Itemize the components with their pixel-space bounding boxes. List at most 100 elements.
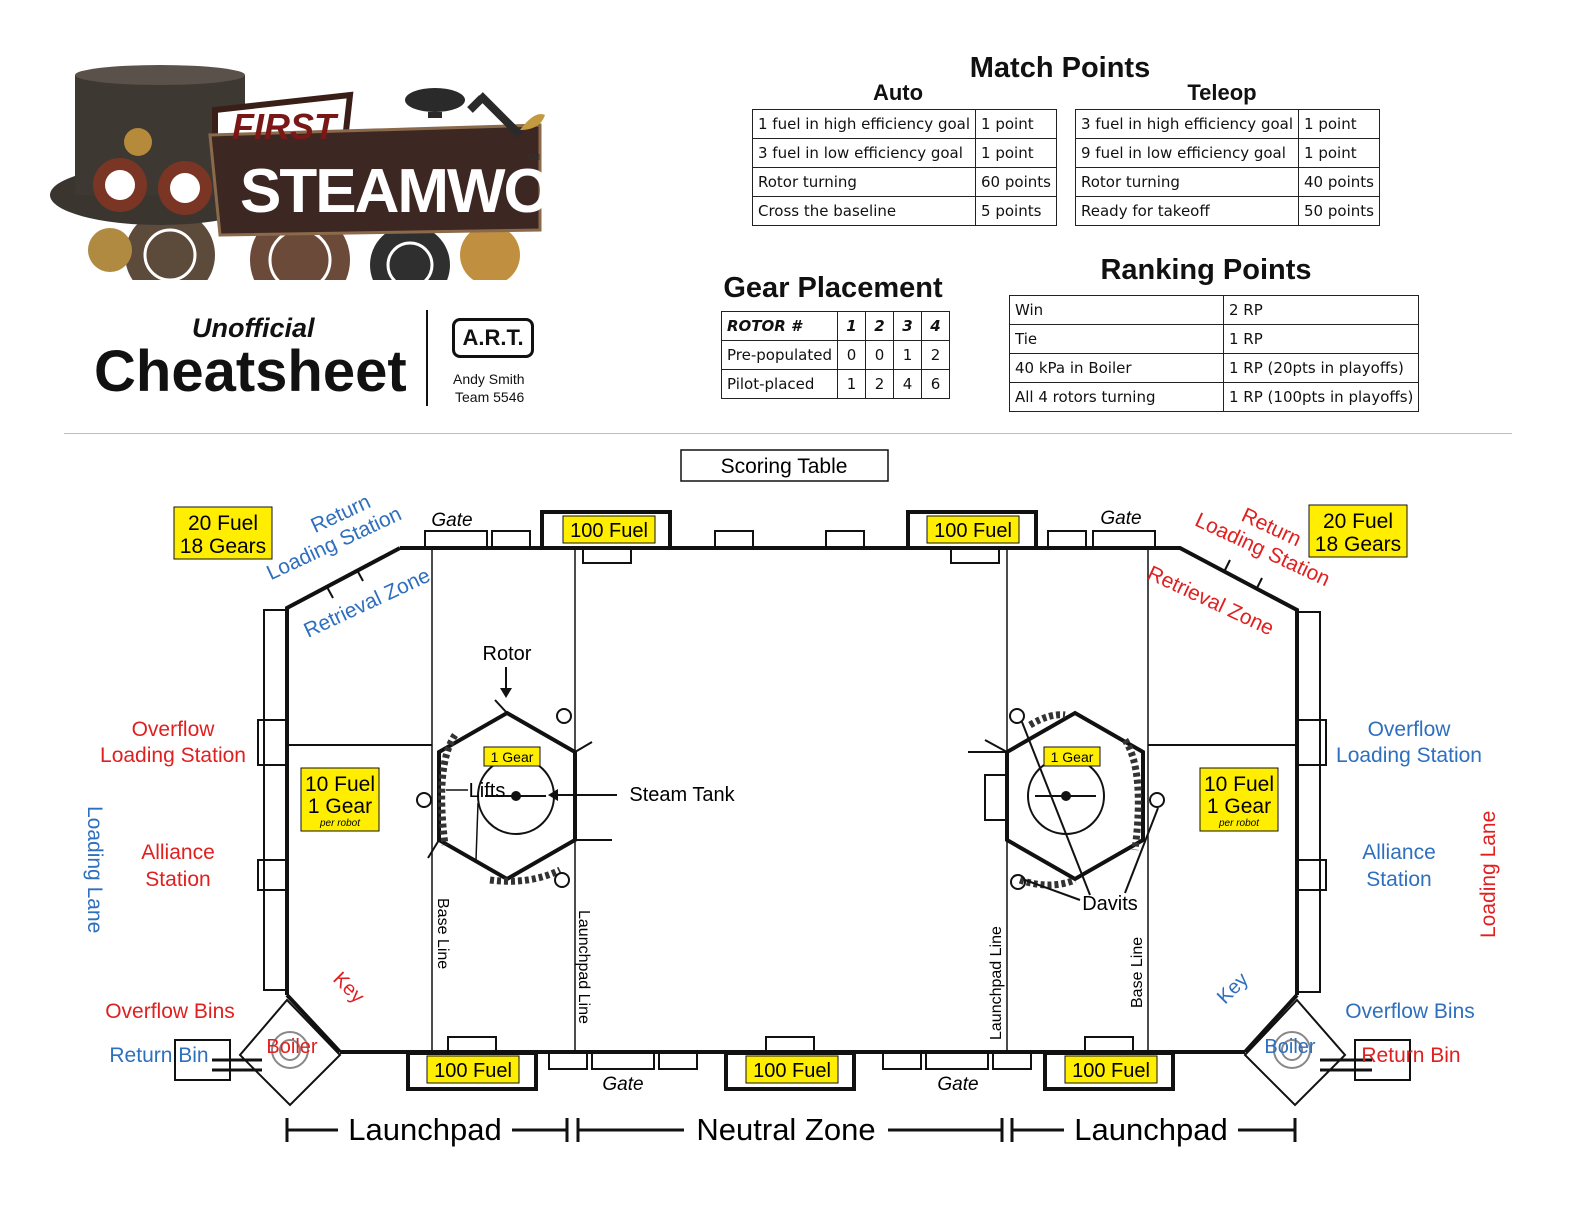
one-gear-label: 1 Gear	[491, 749, 534, 765]
table-cell: 1 point	[1298, 138, 1380, 168]
table-cell: 40 points	[1298, 167, 1380, 197]
table-cell: 1 point	[1298, 109, 1380, 139]
one-gear-badge-right	[1043, 746, 1101, 767]
gear-placement-title: Gear Placement	[723, 272, 943, 304]
boiler-left	[174, 998, 342, 1107]
per-robot-fuel: 10 Fuel	[305, 773, 375, 796]
steam-tank-label: Steam Tank	[629, 784, 735, 806]
table-cell: 2	[864, 369, 894, 399]
section-divider	[64, 433, 1512, 434]
per-robot-box-right	[1199, 767, 1279, 832]
alliance-label-right: Alliance	[1362, 841, 1436, 864]
corner-supply-gears: 18 Gears	[180, 535, 266, 558]
scoring-table-box	[680, 449, 889, 482]
table-cell: 60 points	[975, 167, 1057, 197]
table-cell: 1	[836, 311, 866, 341]
steamworks-wordmark: STEAMWORKS	[240, 157, 550, 226]
table-cell: 40 kPa in Boiler	[1009, 353, 1224, 383]
corner-supply-box-left	[173, 506, 273, 560]
table-cell: Pre-populated	[721, 340, 838, 370]
field-diagram: .lbl { font-family: "Liberation Sans", s…	[83, 449, 1500, 1147]
table-cell: 0	[836, 340, 866, 370]
base-line-label-left: Base Line	[434, 898, 451, 969]
table-cell: 4	[892, 369, 922, 399]
loading-station-label: Loading Station	[1336, 744, 1482, 767]
table-cell: 1 RP (100pts in playoffs)	[1222, 382, 1420, 412]
boiler-right	[1243, 998, 1411, 1107]
scoring-table-label: Scoring Table	[721, 455, 848, 478]
ranking-points-title: Ranking Points	[1100, 254, 1312, 286]
svg-text:SM: SM	[528, 153, 540, 162]
gate-label: Gate	[602, 1074, 643, 1095]
lifts-label: Lifts	[469, 780, 506, 802]
table-cell: Tie	[1009, 324, 1224, 354]
table-cell: 3	[892, 311, 922, 341]
fuel-100-label: 100 Fuel	[753, 1060, 831, 1082]
auto-title: Auto	[872, 80, 924, 105]
per-robot-note: per robot	[319, 818, 361, 829]
overflow-label-left: Overflow	[132, 718, 216, 741]
table-cell: Win	[1009, 295, 1224, 325]
neutral-zone-label: Neutral Zone	[696, 1112, 875, 1147]
steamworks-logo: FIRST STEAMWORKS SM	[50, 60, 677, 310]
key-label-left: Key	[328, 968, 368, 1008]
steamworks-logo-icon: FIRST STEAMWORKS SM	[50, 65, 677, 310]
table-cell: 1 RP (20pts in playoffs)	[1222, 353, 1420, 383]
per-robot-box-left	[300, 767, 380, 832]
table-cell: 1 RP	[1222, 324, 1420, 354]
table-cell: 3 fuel in high efficiency goal	[1074, 109, 1300, 139]
table-cell: 1 point	[975, 109, 1057, 139]
header-divider	[426, 310, 428, 406]
launchpad-label-left: Launchpad	[348, 1112, 501, 1147]
gate-label: Gate	[937, 1074, 978, 1095]
airship-right	[968, 708, 1165, 890]
fuel-100-label: 100 Fuel	[570, 520, 648, 542]
match-points-title: Match Points	[969, 52, 1151, 84]
fuel-hopper-labels: 100 Fuel 100 Fuel 100 Fuel 100 Fuel 100 …	[426, 515, 1158, 1084]
alliance-label-left: Alliance	[141, 841, 215, 864]
launchpad-line-label-left: Launchpad Line	[575, 910, 592, 1024]
one-gear-label: 1 Gear	[1051, 749, 1094, 765]
corner-supply-fuel: 20 Fuel	[1323, 510, 1393, 533]
rotor-label: Rotor	[483, 643, 532, 665]
table-cell: Pilot-placed	[721, 369, 838, 399]
retrieval-zone-right: Retrieval Zone	[1144, 562, 1277, 641]
per-robot-gear: 1 Gear	[1207, 795, 1271, 818]
teleop-title: Teleop	[1187, 80, 1257, 105]
fuel-100-label: 100 Fuel	[934, 520, 1012, 542]
table-cell: 1	[836, 369, 866, 399]
team-number: Team 5546	[455, 389, 525, 405]
table-cell: 1	[892, 340, 922, 370]
davits-label: Davits	[1082, 893, 1138, 915]
return-bin-left: Return Bin	[109, 1044, 208, 1067]
overflow-bins-left: Overflow Bins	[105, 1000, 235, 1023]
corner-supply-fuel: 20 Fuel	[188, 512, 258, 535]
table-cell: 3 fuel in low efficiency goal	[751, 138, 977, 168]
per-robot-gear: 1 Gear	[308, 795, 372, 818]
art-team-logo: A.R.T.	[452, 318, 534, 358]
author-name: Andy Smith	[453, 371, 525, 387]
station-label-left: Station	[145, 868, 210, 891]
table-cell: Rotor turning	[1074, 167, 1300, 197]
table-cell: Cross the baseline	[751, 196, 977, 226]
table-cell: 1 point	[975, 138, 1057, 168]
base-line-label-right: Base Line	[1129, 937, 1146, 1008]
davits-arrows	[1021, 721, 1159, 901]
zone-dimension-bar	[285, 1118, 1297, 1142]
table-cell: 2	[920, 340, 950, 370]
loading-lane-right: Loading Lane	[1477, 811, 1500, 938]
